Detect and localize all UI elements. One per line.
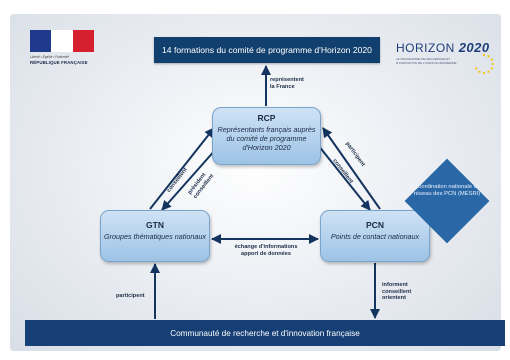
label-pcn-bottom-line1: informent: [382, 282, 408, 288]
republique-francaise-logo: Liberté • Égalité • Fraternité RÉPUBLIQU…: [30, 30, 100, 65]
pcn-desc: Points de contact nationaux: [330, 232, 420, 241]
label-pcn-bottom: informent conseillent orientent: [382, 282, 411, 302]
rcp-desc: Représentants français auprès du comité …: [217, 125, 316, 152]
arrow-rcp-to-pcn: [313, 139, 371, 211]
diamond-shape: [404, 158, 490, 244]
top-bar-comite: 14 formations du comité de programme d'H…: [154, 37, 380, 63]
label-gtn-pcn: échange d'informations apport de données: [229, 244, 303, 257]
pcn-abbr: PCN: [366, 220, 384, 230]
arrow-pcn-to-rcp: [322, 127, 381, 210]
label-gtn-pcn-line2: apport de données: [240, 250, 292, 257]
rf-motto: Liberté • Égalité • Fraternité: [30, 55, 69, 59]
diagram-frame: [10, 14, 501, 351]
rcp-abbr: RCP: [257, 113, 276, 123]
coordination-text: Coordination nationale du réseau des PCN…: [413, 184, 481, 197]
node-gtn: GTN Groupes thématiques nationaux: [100, 210, 210, 262]
node-rcp: RCP Représentants français auprès du com…: [212, 107, 321, 165]
marianne-flag-icon: [30, 30, 94, 52]
horizon-year: 2020: [458, 40, 490, 55]
arrow-gtn-to-rcp: [149, 127, 215, 210]
bottom-bar-communaute: Communauté de recherche et d'innovation …: [25, 320, 505, 346]
label-rcp-top: représentent la France: [270, 77, 304, 90]
eu-stars-icon: [475, 53, 495, 75]
gtn-desc: Groupes thématiques nationaux: [104, 232, 206, 241]
label-bottom-gtn: participent: [116, 293, 145, 300]
horizon-word: HORIZON: [396, 41, 455, 55]
node-pcn: PCN Points de contact nationaux: [320, 210, 430, 262]
coordination-diamond: Coordination nationale du réseau des PCN…: [404, 158, 490, 244]
label-bottom-gtn-line1: participent: [116, 293, 145, 299]
label-rcp-top-line1: représentent: [270, 77, 304, 83]
label-pcn-bottom-line2: conseillent: [382, 288, 412, 295]
label-pcn-bottom-line3: orientent: [382, 295, 406, 302]
horizon-subtitle: LE PROGRAMME DE RECHERCHE ET D'INNOVATIO…: [396, 57, 457, 65]
label-rcp-top-line2: la France: [270, 83, 295, 90]
horizon-2020-logo: HORIZON 2020 LE PROGRAMME DE RECHERCHE E…: [396, 40, 496, 80]
label-gtn-pcn-line1: échange d'informations: [234, 244, 298, 250]
rf-name: RÉPUBLIQUE FRANÇAISE: [30, 60, 88, 65]
background-glow: [10, 14, 501, 351]
gtn-abbr: GTN: [146, 220, 164, 230]
